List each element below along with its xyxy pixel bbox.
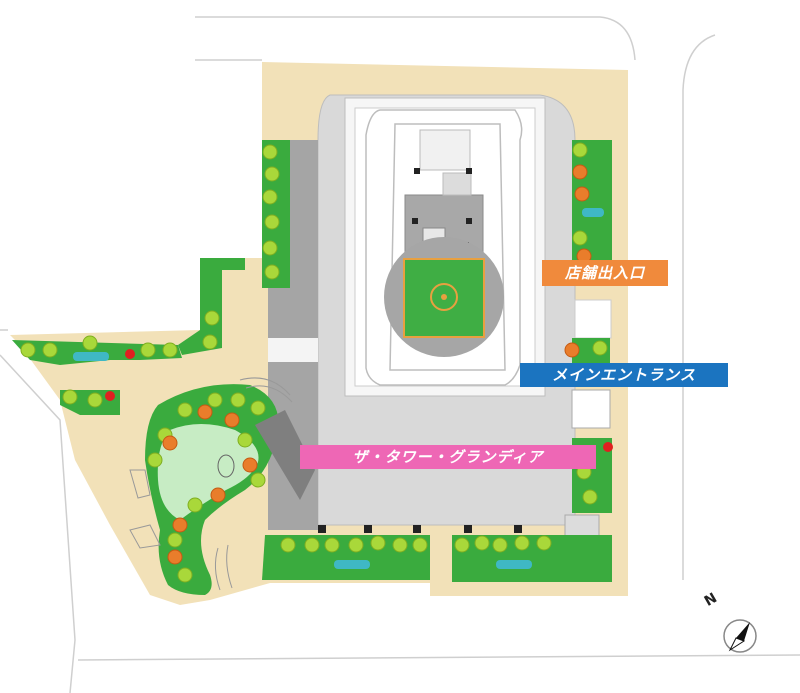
compass-icon: [723, 619, 757, 653]
annex-walkway: [268, 338, 318, 362]
courtyard-lawn: [157, 424, 259, 520]
red-markers: [105, 349, 613, 452]
planter-wedge: [255, 410, 315, 500]
building-name-label-bg: [300, 445, 596, 469]
main-entrance-label-bg: [520, 363, 728, 387]
road-outlines: [0, 16, 800, 693]
flowering-shrubs: [162, 164, 592, 565]
building-name-label: ザ・タワー・グランディア: [352, 448, 544, 466]
main-entrance-label: メインエントランス: [552, 366, 696, 384]
elevator-hall: [442, 172, 472, 196]
shrubs: [20, 142, 608, 583]
main-entrance-door: [571, 389, 611, 429]
shop-entrance-label: 店舗出入口: [564, 264, 645, 282]
helipad-marking-dot: [441, 294, 447, 300]
water-features: [73, 208, 604, 569]
shop-entrance-label-bg: [542, 260, 668, 286]
pond: [217, 454, 235, 478]
core-upper: [419, 129, 471, 171]
steps: [129, 377, 293, 591]
shop-entrance-door: [574, 299, 612, 339]
helipad-marking-icon: [430, 283, 458, 311]
